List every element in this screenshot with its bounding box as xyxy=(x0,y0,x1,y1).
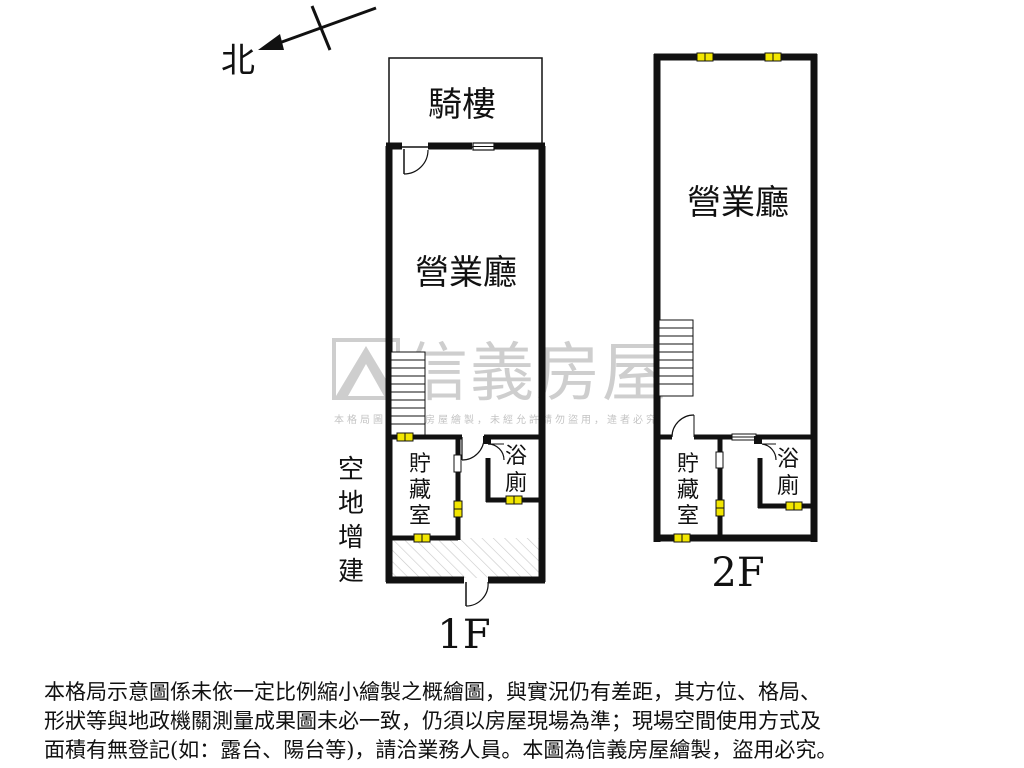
floor-1-label: 1F xyxy=(437,612,490,658)
bathroom-1f-char-2: 廁 xyxy=(505,471,527,496)
room-business-hall-1f-label: 營業廳 xyxy=(415,253,517,293)
storage-2f-char-1: 貯 xyxy=(677,452,699,477)
annex-char-3: 增 xyxy=(338,523,364,553)
bathroom-1f-char-1: 浴 xyxy=(505,444,527,469)
bathroom-2f-char-2: 廁 xyxy=(777,474,799,499)
annex-char-2: 地 xyxy=(338,489,364,519)
storage-2f-char-2: 藏 xyxy=(677,478,699,503)
storage-2f-char-3: 室 xyxy=(677,504,699,529)
windows-1f xyxy=(396,432,523,543)
disclaimer-line-3: 面積有無登記(如：露台、陽台等)，請洽業務人員。本圖為信義房屋繪製，盜用必究。 xyxy=(44,738,838,762)
storage-1f-char-2: 藏 xyxy=(409,478,431,503)
floor-2-plan: 營業廳 xyxy=(653,52,818,596)
north-arrow-head xyxy=(258,34,284,50)
room-arcade-label: 騎樓 xyxy=(428,85,496,125)
compass-cross-line xyxy=(310,5,332,51)
room-business-hall-2f-label: 營業廳 xyxy=(687,183,789,223)
annex-char-4: 建 xyxy=(338,557,364,587)
disclaimer-line-2: 形狀等與地政機關測量成果圖未必一致，仍須以房屋現場為準；現場空間使用方式及 xyxy=(44,709,821,733)
stairs-2f xyxy=(658,319,694,397)
watermark-notice: 本格局圖為信義房屋繪製，未經允許請勿盜用，違者必究 xyxy=(334,413,659,426)
north-label: 北 xyxy=(221,41,255,81)
compass: 北 xyxy=(221,5,377,81)
disclaimer-text: 本格局示意圖係未依一定比例縮小繪製之概繪圖，與實況仍有差距，其方位、格局、 形狀… xyxy=(44,678,984,765)
storage-1f-char-3: 室 xyxy=(409,504,431,529)
floor-2-label: 2F xyxy=(711,550,764,596)
windows-2f xyxy=(673,52,803,543)
bathroom-2f-char-1: 浴 xyxy=(777,447,799,472)
storage-1f-char-1: 貯 xyxy=(409,452,431,477)
disclaimer-line-1: 本格局示意圖係未依一定比例縮小繪製之概繪圖，與實況仍有差距，其方位、格局、 xyxy=(44,680,821,704)
watermark-brand: 信義房屋 xyxy=(404,337,668,411)
floor-plan-drawing: 北 信義房屋 本格局圖為信義房屋繪製，未經允許請勿盜用，違者必究 騎樓 營業廳 xyxy=(221,5,818,658)
floor-1-plan: 騎樓 營業廳 xyxy=(338,57,546,658)
annex-hatched-area xyxy=(389,538,542,578)
watermark: 信義房屋 本格局圖為信義房屋繪製，未經允許請勿盜用，違者必究 xyxy=(332,337,668,426)
annex-char-1: 空 xyxy=(338,455,364,485)
stairs-1f xyxy=(390,351,426,437)
brand-logo-icon xyxy=(336,346,396,396)
